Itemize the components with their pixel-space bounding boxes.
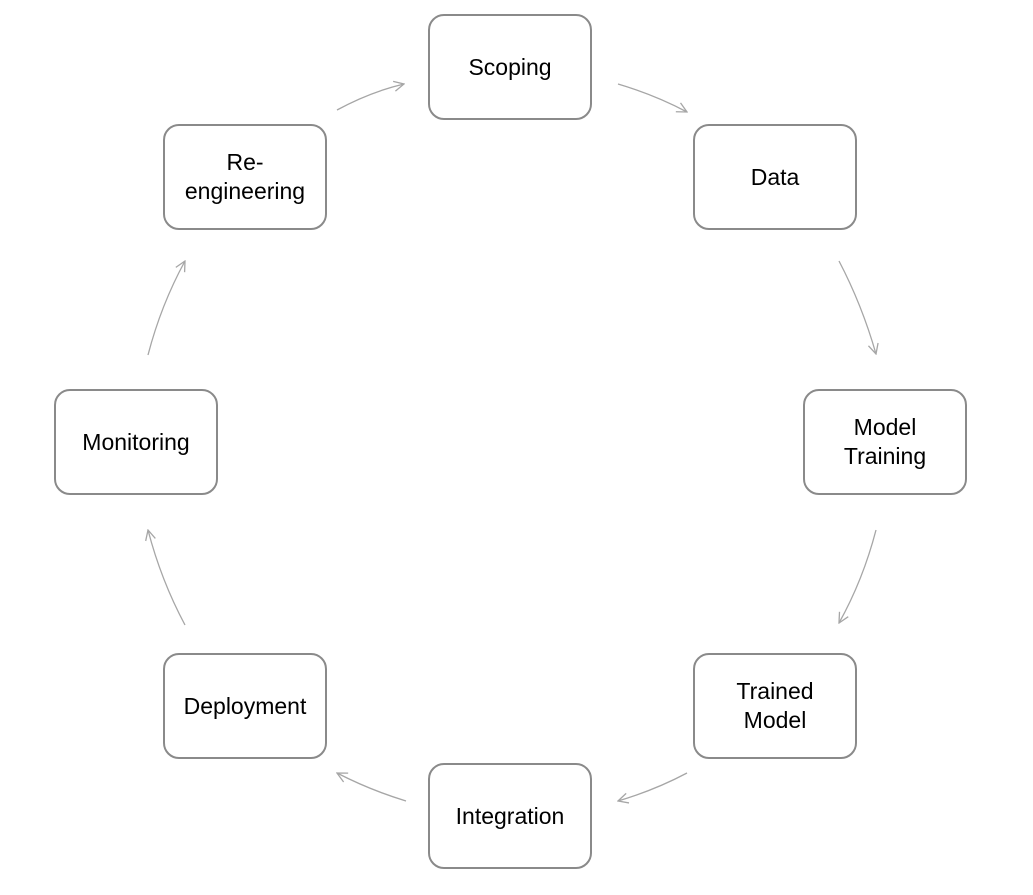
arrow-integration-to-deployment [337,773,407,802]
arrow-monitoring-to-re-engineering [147,261,185,356]
arrow-trained-model-to-integration [618,772,688,801]
node-deployment: Deployment [163,653,327,759]
node-label: Re- engineering [184,149,306,204]
node-label: Trained Model [736,678,814,733]
node-model-training: Model Training [803,389,967,495]
node-trained-model: Trained Model [693,653,857,759]
arrow-re-engineering-to-scoping [336,84,404,111]
node-data: Data [693,124,857,230]
arrow-data-to-model-training [838,260,876,354]
node-monitoring: Monitoring [54,389,218,495]
arrow-deployment-to-monitoring [148,530,186,626]
arrow-model-training-to-trained-model [839,529,877,623]
node-label: Integration [455,802,565,829]
node-scoping: Scoping [428,14,592,120]
arrow-scoping-to-data [617,83,687,112]
node-integration: Integration [428,763,592,869]
node-label: Scoping [468,53,552,80]
node-label: Deployment [183,692,307,719]
node-re-engineering: Re- engineering [163,124,327,230]
node-label: Monitoring [82,428,190,455]
node-label: Model Training [843,414,927,469]
node-label: Data [750,163,800,190]
